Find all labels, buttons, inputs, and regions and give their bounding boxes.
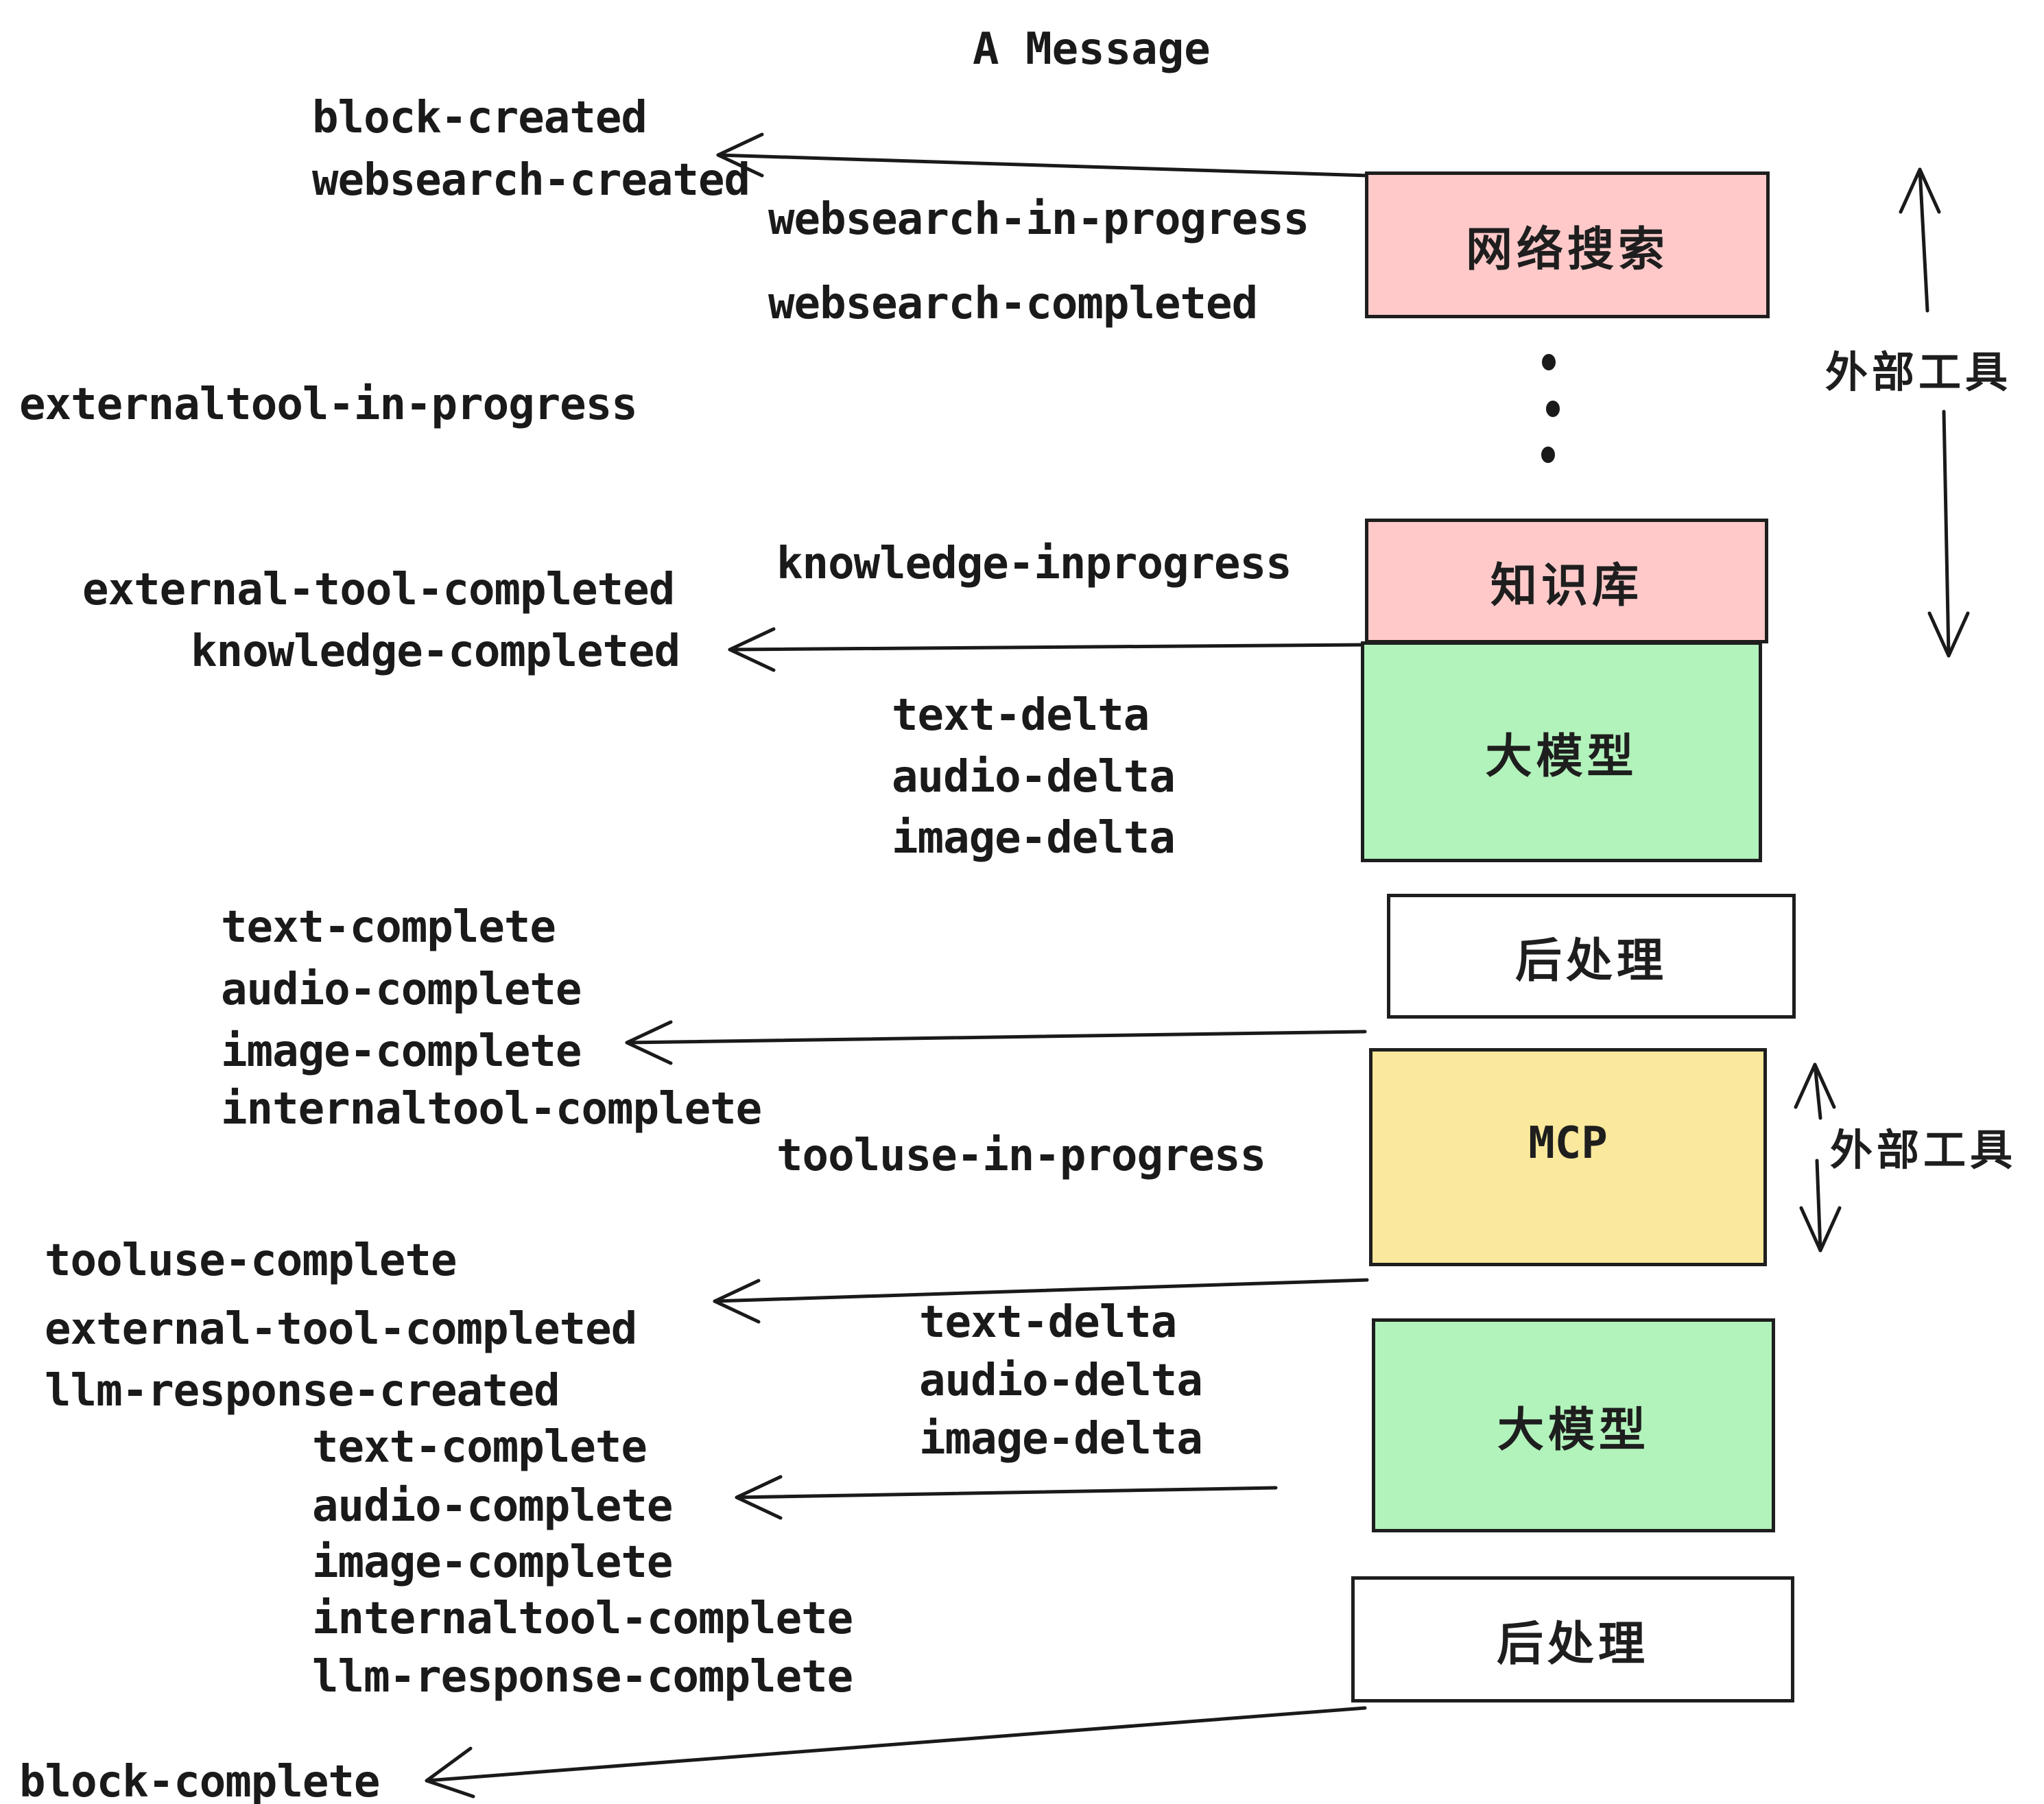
- event-image-delta-1: image-delta: [892, 813, 1176, 864]
- event-text-complete-1: text-complete: [221, 902, 556, 953]
- external-tools-label-1: 外部工具: [1825, 347, 2012, 397]
- event-image-delta-2: image-delta: [919, 1414, 1203, 1464]
- ellipsis-dots: [1541, 354, 1560, 463]
- knowledge-box-label: 知识库: [1490, 558, 1643, 613]
- postprocess-box-1: 后处理: [1387, 894, 1796, 1019]
- event-block-complete: block-complete: [19, 1757, 380, 1804]
- diagram-title: A Message: [973, 24, 1211, 75]
- event-text-delta-2: text-delta: [919, 1297, 1177, 1348]
- event-knowledge-inprogress: knowledge-inprogress: [776, 538, 1292, 589]
- websearch-box-label: 网络搜索: [1465, 222, 1669, 277]
- knowledge-box: 知识库: [1365, 519, 1768, 643]
- event-audio-complete-1: audio-complete: [221, 964, 582, 1015]
- event-external-tool-completed-2: external-tool-completed: [45, 1304, 637, 1355]
- event-llm-response-complete: llm-response-complete: [312, 1652, 853, 1702]
- event-image-complete-2: image-complete: [312, 1537, 673, 1588]
- event-text-complete-2: text-complete: [312, 1422, 647, 1473]
- external-tools2-down-arrow: [1799, 1159, 1842, 1253]
- external-tools-up-arrow: [1899, 167, 1941, 313]
- arrow-to-audio-complete: [735, 1475, 1278, 1520]
- event-internaltool-complete-1: internaltool-complete: [221, 1084, 762, 1135]
- event-llm-response-created: llm-response-created: [45, 1366, 560, 1416]
- arrow-to-image-complete: [625, 1020, 1367, 1065]
- mcp-box-label: MCP: [1528, 1118, 1608, 1169]
- llm-box-2: 大模型: [1372, 1318, 1775, 1532]
- event-audio-delta-2: audio-delta: [919, 1355, 1203, 1406]
- external-tools-down-arrow: [1927, 410, 1970, 658]
- event-block-created: block-created: [312, 93, 647, 143]
- arrow-websearch-to-block-created: [716, 132, 1370, 178]
- arrow-to-knowledge-completed: [728, 627, 1367, 672]
- event-tooluse-complete: tooluse-complete: [45, 1235, 457, 1286]
- arrow-to-block-complete: [425, 1706, 1367, 1799]
- event-tooluse-in-progress: tooluse-in-progress: [776, 1130, 1266, 1181]
- event-audio-delta-1: audio-delta: [892, 752, 1176, 803]
- event-image-complete-1: image-complete: [221, 1026, 582, 1077]
- llm-box-2-label: 大模型: [1497, 1403, 1650, 1458]
- event-websearch-in-progress: websearch-in-progress: [768, 194, 1309, 245]
- postprocess-box-2-label: 后处理: [1496, 1617, 1649, 1672]
- event-websearch-created: websearch-created: [312, 155, 750, 206]
- llm-box-1-label: 大模型: [1485, 729, 1638, 784]
- event-websearch-completed: websearch-completed: [768, 278, 1258, 329]
- event-text-delta-1: text-delta: [892, 690, 1150, 741]
- external-tools-label-2: 外部工具: [1830, 1125, 2017, 1175]
- websearch-box: 网络搜索: [1365, 171, 1770, 318]
- postprocess-box-2: 后处理: [1351, 1576, 1794, 1702]
- mcp-box: MCP: [1369, 1048, 1767, 1266]
- arrow-to-tooluse-complete: [713, 1278, 1369, 1324]
- event-externaltool-in-progress: externaltool-in-progress: [19, 379, 638, 430]
- event-knowledge-completed: knowledge-completed: [191, 626, 680, 677]
- llm-box-1: 大模型: [1361, 641, 1762, 862]
- event-internaltool-complete-2: internaltool-complete: [312, 1593, 853, 1644]
- event-audio-complete-2: audio-complete: [312, 1481, 673, 1532]
- postprocess-box-1-label: 后处理: [1514, 934, 1667, 988]
- event-external-tool-completed-1: external-tool-completed: [82, 565, 675, 615]
- external-tools2-up-arrow: [1794, 1063, 1836, 1120]
